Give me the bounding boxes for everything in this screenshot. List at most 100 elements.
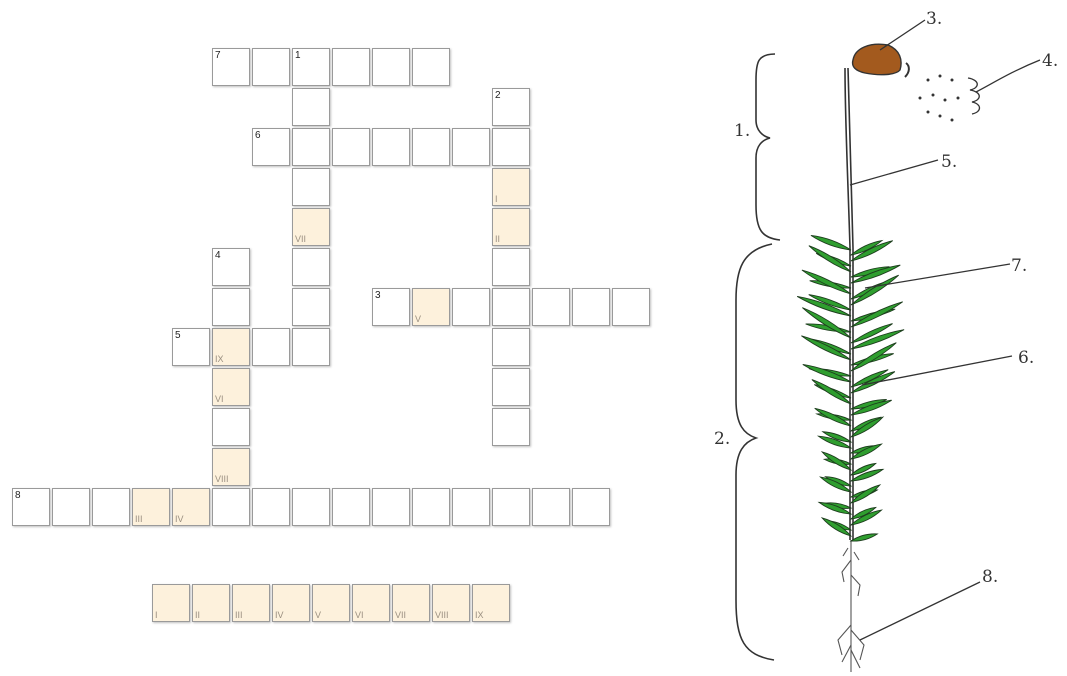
crossword-cell[interactable]: 4 xyxy=(212,248,250,286)
solution-key-label: I xyxy=(155,610,158,620)
label-6: 6. xyxy=(1018,348,1034,368)
crossword-cell[interactable] xyxy=(332,48,370,86)
crossword-cell[interactable] xyxy=(452,288,490,326)
solution-cell[interactable]: VIII xyxy=(432,584,470,622)
clue-number: 5 xyxy=(175,330,181,341)
crossword-cell[interactable] xyxy=(452,128,490,166)
crossword-cell[interactable] xyxy=(492,368,530,406)
rhizoids xyxy=(838,540,864,672)
crossword-cell[interactable] xyxy=(372,48,410,86)
brace-1 xyxy=(756,54,780,240)
crossword-cell[interactable]: V xyxy=(412,288,450,326)
crossword-cell[interactable] xyxy=(52,488,90,526)
clue-number: 6 xyxy=(255,130,261,141)
solution-cell[interactable]: IV xyxy=(272,584,310,622)
solution-cell[interactable]: I xyxy=(152,584,190,622)
crossword-cell[interactable] xyxy=(492,408,530,446)
crossword-cell[interactable] xyxy=(212,488,250,526)
crossword-cell[interactable] xyxy=(292,248,330,286)
crossword-cell[interactable] xyxy=(212,288,250,326)
clue-number: 1 xyxy=(295,50,301,61)
crossword-cell[interactable] xyxy=(292,88,330,126)
solution-key-label: III xyxy=(235,610,243,620)
label-3: 3. xyxy=(926,9,942,29)
crossword-cell[interactable] xyxy=(412,128,450,166)
crossword-cell[interactable] xyxy=(532,288,570,326)
label-1: 1. xyxy=(734,121,750,141)
leaf xyxy=(812,380,851,404)
crossword-cell[interactable] xyxy=(412,48,450,86)
crossword-cell[interactable]: VII xyxy=(292,208,330,246)
left-braces xyxy=(736,54,780,660)
crossword-cell[interactable] xyxy=(252,328,290,366)
label-8: 8. xyxy=(982,567,998,587)
crossword-cell[interactable] xyxy=(532,488,570,526)
label-4: 4. xyxy=(1042,51,1058,71)
crossword-cell[interactable] xyxy=(292,288,330,326)
crossword-cell[interactable] xyxy=(292,488,330,526)
crossword-cell[interactable] xyxy=(492,248,530,286)
crossword-cell[interactable] xyxy=(572,288,610,326)
crossword-cell[interactable]: 3 xyxy=(372,288,410,326)
crossword-cell[interactable] xyxy=(252,488,290,526)
leaf xyxy=(815,408,851,426)
solution-cell[interactable]: III xyxy=(232,584,270,622)
solution-key-label: IV xyxy=(275,610,284,620)
solution-key-label: II xyxy=(195,610,200,620)
solution-key-label: VI xyxy=(355,610,364,620)
crossword-cell[interactable] xyxy=(372,128,410,166)
crossword-cell[interactable]: 7 xyxy=(212,48,250,86)
solution-cell[interactable]: IX xyxy=(472,584,510,622)
crossword-cell[interactable] xyxy=(332,488,370,526)
crossword-cell[interactable] xyxy=(292,168,330,206)
crossword-cell[interactable]: II xyxy=(492,208,530,246)
solution-cell[interactable]: VII xyxy=(392,584,430,622)
solution-key-marker: I xyxy=(495,194,498,204)
crossword-cell[interactable] xyxy=(212,408,250,446)
crossword-cell[interactable] xyxy=(492,128,530,166)
crossword-cell[interactable]: IV xyxy=(172,488,210,526)
solution-cell[interactable]: II xyxy=(192,584,230,622)
crossword-cell[interactable]: 6 xyxy=(252,128,290,166)
crossword-cell[interactable] xyxy=(492,488,530,526)
crossword-cell[interactable]: VIII xyxy=(212,448,250,486)
label-7: 7. xyxy=(1011,256,1027,276)
leaf xyxy=(822,452,851,470)
clue-number: 7 xyxy=(215,50,221,61)
moss-plant-diagram: 1. 2. 3. 4. 5. 6. 7. 8. xyxy=(700,0,1067,676)
solution-cell[interactable]: VI xyxy=(352,584,390,622)
leaf xyxy=(801,336,851,360)
leaf xyxy=(851,534,877,541)
crossword-cell[interactable]: 5 xyxy=(172,328,210,366)
crossword-cell[interactable] xyxy=(292,128,330,166)
label-5: 5. xyxy=(941,152,957,172)
leaf xyxy=(809,246,851,272)
crossword-cell[interactable] xyxy=(292,328,330,366)
crossword-cell[interactable] xyxy=(572,488,610,526)
solution-key-label: VIII xyxy=(435,610,449,620)
crossword-cell[interactable]: 1 xyxy=(292,48,330,86)
leaf xyxy=(811,235,851,250)
crossword-cell[interactable] xyxy=(332,128,370,166)
crossword-cell[interactable] xyxy=(412,488,450,526)
solution-key-marker: III xyxy=(135,514,143,524)
crossword-cell[interactable] xyxy=(452,488,490,526)
solution-key-label: IX xyxy=(475,610,484,620)
solution-key-marker: IX xyxy=(215,354,224,364)
crossword-cell[interactable] xyxy=(492,328,530,366)
spores xyxy=(919,75,960,122)
crossword-cell[interactable]: 2 xyxy=(492,88,530,126)
leaf xyxy=(851,302,903,327)
solution-cell[interactable]: V xyxy=(312,584,350,622)
crossword-cell[interactable]: 8 xyxy=(12,488,50,526)
crossword-cell[interactable] xyxy=(492,288,530,326)
crossword-cell[interactable]: VI xyxy=(212,368,250,406)
crossword-cell[interactable] xyxy=(612,288,650,326)
crossword-cell[interactable] xyxy=(92,488,130,526)
crossword-cell[interactable]: IX xyxy=(212,328,250,366)
crossword-cell[interactable] xyxy=(252,48,290,86)
crossword-cell[interactable] xyxy=(372,488,410,526)
crossword-cell[interactable]: III xyxy=(132,488,170,526)
solution-key-marker: VIII xyxy=(215,474,229,484)
crossword-cell[interactable]: I xyxy=(492,168,530,206)
